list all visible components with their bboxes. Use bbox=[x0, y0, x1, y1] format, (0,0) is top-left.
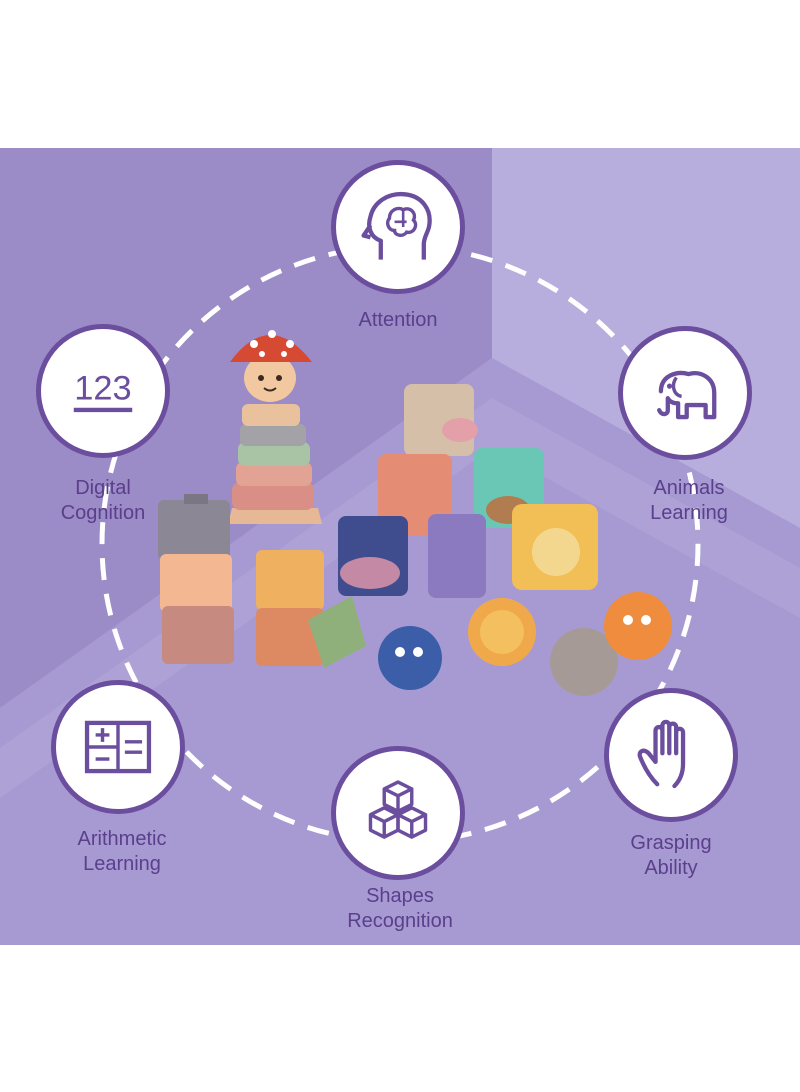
grasping-ability-label: Grasping Ability bbox=[571, 831, 771, 881]
elephant-icon bbox=[657, 370, 717, 420]
dashed-ring bbox=[99, 243, 701, 845]
digital-cognition-badge: 123 bbox=[36, 324, 170, 458]
left-block-stack bbox=[158, 494, 234, 664]
hand-icon bbox=[637, 719, 686, 789]
attention-label-line1: Attention bbox=[358, 309, 438, 331]
animal-cubes bbox=[338, 384, 598, 598]
attention-badge bbox=[331, 160, 465, 294]
arithmetic-label-line1: Arithmetic bbox=[77, 828, 167, 850]
digital-cognition-label: Digital Cognition bbox=[3, 476, 203, 526]
animals-learning-badge bbox=[618, 326, 752, 460]
animals-label-line2: Learning bbox=[650, 502, 728, 524]
grasping-label-line2: Ability bbox=[644, 857, 698, 879]
head-brain-icon bbox=[361, 192, 432, 260]
middle-block-stack bbox=[256, 550, 366, 668]
calculator-icon bbox=[84, 720, 152, 774]
digital-number-text: 123 bbox=[74, 370, 131, 408]
mushroom-stacking-tower bbox=[228, 330, 322, 524]
animals-label-line1: Animals bbox=[653, 477, 725, 499]
numbers-123-icon: 123 bbox=[73, 370, 133, 413]
grasping-label-line1: Grasping bbox=[630, 832, 712, 854]
sensory-balls bbox=[378, 592, 672, 696]
arithmetic-learning-label: Arithmetic Learning bbox=[22, 827, 222, 877]
arithmetic-learning-badge bbox=[51, 680, 185, 814]
grasping-ability-badge bbox=[604, 688, 738, 822]
digital-label-line1: Digital bbox=[75, 477, 131, 499]
shapes-label-line1: Shapes bbox=[366, 885, 434, 907]
shapes-recognition-badge bbox=[331, 746, 465, 880]
shapes-label-line2: Recognition bbox=[347, 910, 453, 932]
cubes-icon bbox=[368, 780, 428, 839]
digital-label-line2: Cognition bbox=[60, 502, 146, 524]
animals-learning-label: Animals Learning bbox=[589, 476, 789, 526]
attention-label: Attention bbox=[298, 308, 498, 333]
toy-blocks-illustration bbox=[158, 330, 672, 696]
arithmetic-label-line2: Learning bbox=[83, 853, 161, 875]
shapes-recognition-label: Shapes Recognition bbox=[300, 884, 500, 934]
